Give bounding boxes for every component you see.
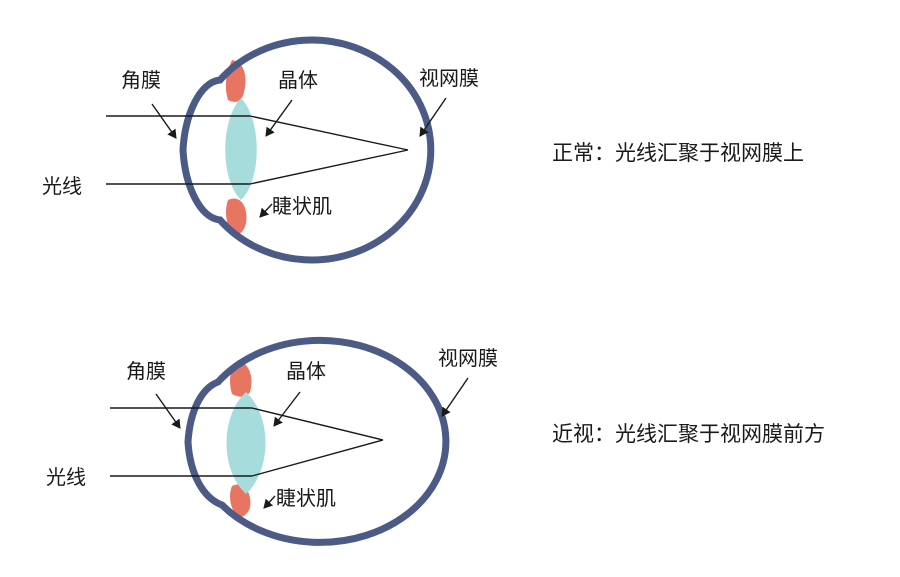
lens-pointer	[265, 99, 293, 137]
eyeball-outline	[184, 336, 450, 546]
retina-pointer	[419, 97, 447, 137]
cornea-label: 角膜	[121, 68, 161, 92]
retina-label: 视网膜	[419, 66, 479, 90]
muscle-label: 睫状肌	[272, 194, 332, 218]
eyeball-outline	[179, 36, 435, 264]
lens-label: 晶体	[278, 68, 318, 92]
normal-eye-panel: 角膜 晶体 视网膜 光线 睫状肌 正常：光线汇聚于视网膜上	[42, 36, 804, 264]
ray-label: 光线	[46, 465, 86, 489]
ray-label: 光线	[42, 174, 82, 198]
ray-upper-refracted	[251, 407, 384, 441]
muscle-label: 睫状肌	[276, 486, 336, 510]
cornea-label: 角膜	[126, 359, 166, 383]
ray-upper-refracted	[249, 115, 409, 151]
ray-lower-refracted	[249, 149, 409, 185]
muscle-pointer	[259, 203, 273, 218]
muscle-pointer	[263, 495, 276, 509]
lens	[225, 98, 257, 200]
retina-pointer	[441, 377, 469, 417]
cornea-pointer	[155, 393, 181, 429]
myopia-eye-panel: 角膜 晶体 视网膜 光线 睫状肌 近视：光线汇聚于视网膜前方	[46, 336, 825, 546]
lens-pointer	[273, 391, 301, 427]
retina-label: 视网膜	[438, 346, 498, 370]
myopia-caption: 近视：光线汇聚于视网膜前方	[552, 422, 825, 446]
ray-lower-refracted	[251, 439, 384, 477]
normal-caption: 正常：光线汇聚于视网膜上	[552, 141, 804, 165]
lens	[226, 392, 266, 494]
cornea-pointer	[151, 103, 177, 139]
lens-label: 晶体	[286, 359, 326, 383]
